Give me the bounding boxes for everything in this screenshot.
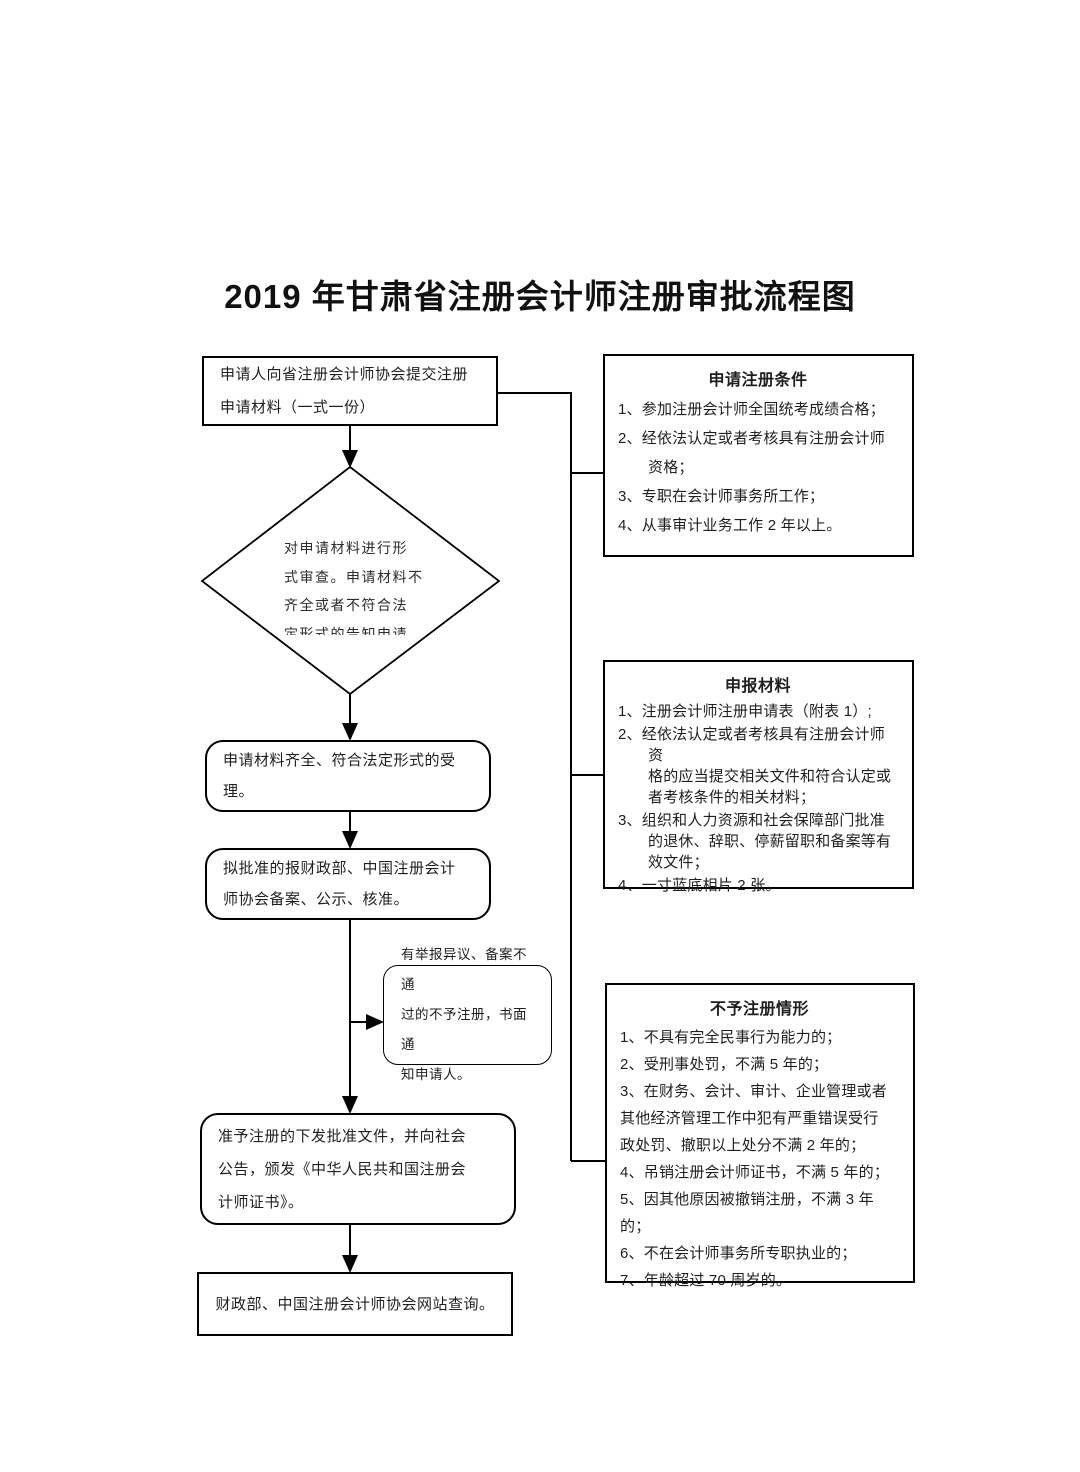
node-text: 准予注册的下发批准文件，并向社会 公告，颁发《中华人民共和国注册会 计师证书》。	[218, 1127, 467, 1211]
arrow-down-icon	[342, 1096, 358, 1114]
list-item: 3、组织和人力资源和社会保障部门批准 的退休、辞职、停薪留职和备案等有 效文件；	[618, 812, 892, 871]
materials-box: 申报材料 1、注册会计师注册申请表（附表 1）; 2、经依法认定或者考核具有注册…	[603, 660, 914, 894]
node-website-query: 财政部、中国注册会计师协会网站查询。	[197, 1272, 513, 1336]
node-text: 拟批准的报财政部、中国注册会计 师协会备案、公示、核准。	[223, 860, 456, 908]
arrow-down-icon	[342, 723, 358, 741]
list-item: 2、经依法认定或者考核具有注册会计师资 格的应当提交相关文件和符合认定或 者考核…	[618, 726, 892, 806]
node-text: 申请人向省注册会计师协会提交注册 申请材料（一式一份）	[220, 366, 469, 416]
list-item: 1、不具有完全民事行为能力的；	[620, 1029, 842, 1046]
list-item: 4、吊销注册会计师证书，不满 5 年的；	[620, 1164, 890, 1181]
node-report-for-record: 拟批准的报财政部、中国注册会计 师协会备案、公示、核准。	[205, 848, 491, 920]
list-item: 4、从事审计业务工作 2 年以上。	[618, 517, 842, 534]
list-item: 4、一寸蓝底相片 2 张。	[618, 877, 781, 894]
list-item: 7、年龄超过 70 周岁的。	[620, 1272, 792, 1289]
decision-text-line: 齐全或者不符合法	[284, 597, 408, 613]
arrow-down-icon	[342, 831, 358, 849]
list-item: 5、因其他原因被撤销注册，不满 3 年的；	[620, 1191, 874, 1235]
decision-text-line: 式审查。申请材料不	[284, 568, 424, 585]
arrow-right-icon	[366, 1014, 384, 1030]
connector-line	[496, 392, 572, 1161]
denial-box-title: 不予注册情形	[709, 1001, 809, 1018]
list-item: 6、不在会计师事务所专职执业的；	[620, 1245, 857, 1262]
list-item: 3、在财务、会计、审计、企业管理或者 其他经济管理工作中犯有严重错误受行 政处罚…	[620, 1083, 887, 1154]
list-item: 1、注册会计师注册申请表（附表 1）;	[618, 703, 872, 720]
node-text: 财政部、中国注册会计师协会网站查询。	[215, 1295, 495, 1313]
node-formal-review-decision: 对申请材料进行形 式审查。申请材料不 齐全或者不符合法 定形式的告知申请	[284, 534, 448, 635]
node-text: 有举报异议、备案不通 过的不予注册，书面通 知申请人。	[401, 947, 527, 1082]
conditions-box: 申请注册条件 1、参加注册会计师全国统考成绩合格； 2、经依法认定或者考核具有注…	[603, 354, 914, 557]
conditions-box-title: 申请注册条件	[708, 372, 808, 389]
arrow-down-icon	[342, 1255, 358, 1273]
decision-diamond-shape	[200, 465, 501, 696]
list-item: 2、受刑事处罚，不满 5 年的；	[620, 1056, 829, 1073]
denial-box: 不予注册情形 1、不具有完全民事行为能力的； 2、受刑事处罚，不满 5 年的； …	[605, 983, 915, 1289]
decision-text-line: 对申请材料进行形	[284, 540, 408, 556]
node-submit-application: 申请人向省注册会计师协会提交注册 申请材料（一式一份）	[202, 356, 498, 426]
node-text: 申请材料齐全、符合法定形式的受 理。	[223, 752, 456, 800]
page-title: 2019 年甘肃省注册会计师注册审批流程图	[224, 278, 856, 316]
list-item: 3、专职在会计师事务所工作；	[618, 488, 825, 505]
node-approval-certificate: 准予注册的下发批准文件，并向社会 公告，颁发《中华人民共和国注册会 计师证书》。	[200, 1113, 516, 1225]
list-item: 2、经依法认定或者考核具有注册会计师 资格；	[618, 430, 885, 476]
list-item: 1、参加注册会计师全国统考成绩合格；	[618, 401, 885, 418]
arrow-down-icon	[342, 450, 358, 468]
materials-box-title: 申报材料	[724, 678, 791, 695]
node-acceptance: 申请材料齐全、符合法定形式的受 理。	[205, 740, 491, 812]
node-objection-notice: 有举报异议、备案不通 过的不予注册，书面通 知申请人。	[383, 947, 552, 1082]
decision-text-line: 定形式的告知申请	[284, 625, 408, 636]
